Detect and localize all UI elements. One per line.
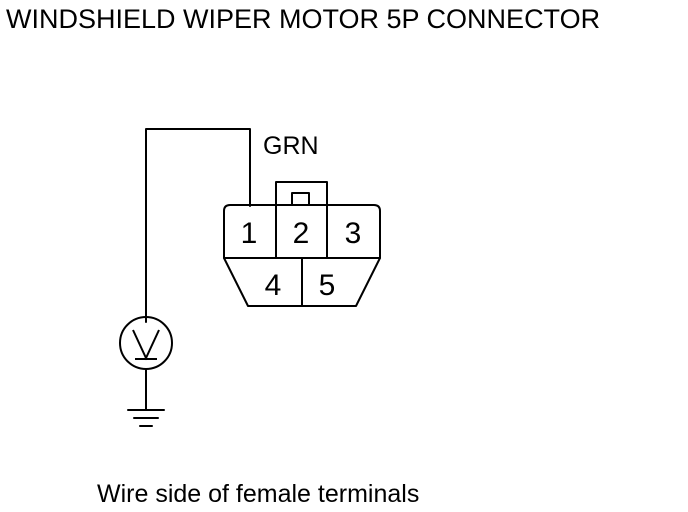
terminal-5-label: 5: [319, 269, 336, 302]
connector-lock-notch: [291, 192, 310, 206]
page-title: WINDSHIELD WIPER MOTOR 5P CONNECTOR: [6, 4, 601, 34]
diagram-caption: Wire side of female terminals: [97, 480, 420, 508]
voltmeter-icon: [119, 316, 173, 370]
voltmeter-glyph: [132, 329, 160, 361]
terminal-1-label: 1: [241, 217, 258, 250]
wire-color-label: GRN: [263, 132, 319, 160]
terminal-2-label: 2: [293, 217, 310, 250]
connector-housing: [223, 204, 381, 307]
terminal-4-label: 4: [265, 269, 282, 302]
probe-wire: [145, 128, 251, 323]
ground-icon: [127, 409, 165, 427]
terminal-3-label: 3: [345, 217, 362, 250]
